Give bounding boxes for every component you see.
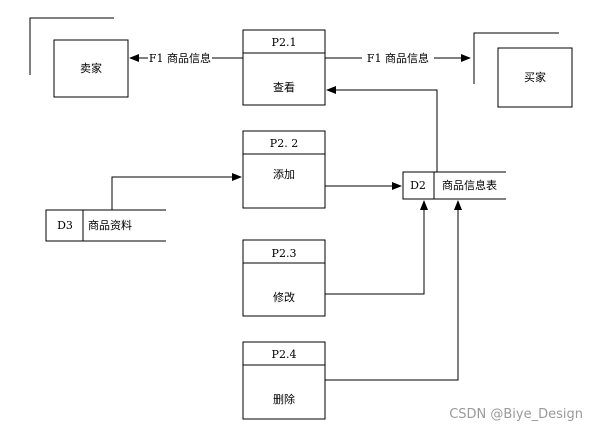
process-id: P2. 2 [270,137,298,150]
data-store-d3: D3 商品资料 [45,209,166,242]
data-store-d2: D2 商品信息表 [402,171,506,200]
flow-d3-to-p2-2 [111,173,242,210]
process-box [242,29,326,106]
store-name: 商品信息表 [442,178,497,192]
process-id: P2.1 [272,36,297,49]
entity-label-buyer: 买家 [524,70,546,84]
flow-label-to-buyer: F1 商品信息 [367,51,429,65]
entity-box [497,47,573,108]
store-id: D2 [410,179,426,192]
entity-box [53,39,129,98]
store-outline [402,171,506,200]
watermark: CSDN @Biye_Design [449,407,583,422]
process-p2-3: P2.3 修改 [242,239,326,317]
process-id: P2.4 [272,348,297,361]
flow-p2-3-to-d2 [325,200,428,295]
process-box [242,239,326,317]
process-box [242,341,326,420]
flow-to-buyer: F1 商品信息 [325,51,471,65]
process-p2-2: P2. 2 添加 [242,130,326,209]
process-name: 修改 [273,290,295,304]
flow-to-seller: F1 商品信息 [129,51,243,65]
process-p2-4: P2.4 删除 [242,341,326,420]
entity-label-seller: 卖家 [80,61,102,75]
flow-p2-4-to-d2 [325,200,462,381]
process-box [242,130,326,209]
store-name: 商品资料 [88,218,132,232]
external-entity-seller: 卖家 [29,17,129,98]
process-name: 删除 [273,392,295,406]
flow-label-to-seller: F1 商品信息 [149,51,211,65]
store-outline [45,209,166,242]
store-id: D3 [57,219,73,232]
process-name: 查看 [273,80,295,94]
process-id: P2.3 [272,247,297,260]
process-name: 添加 [273,167,295,181]
external-entity-buyer: 买家 [473,32,573,108]
process-p2-1: P2.1 查看 [242,29,326,106]
entity-shadow-corner [473,32,559,84]
flow-d2-to-p2-1 [326,86,438,172]
entity-shadow-corner [29,17,114,75]
